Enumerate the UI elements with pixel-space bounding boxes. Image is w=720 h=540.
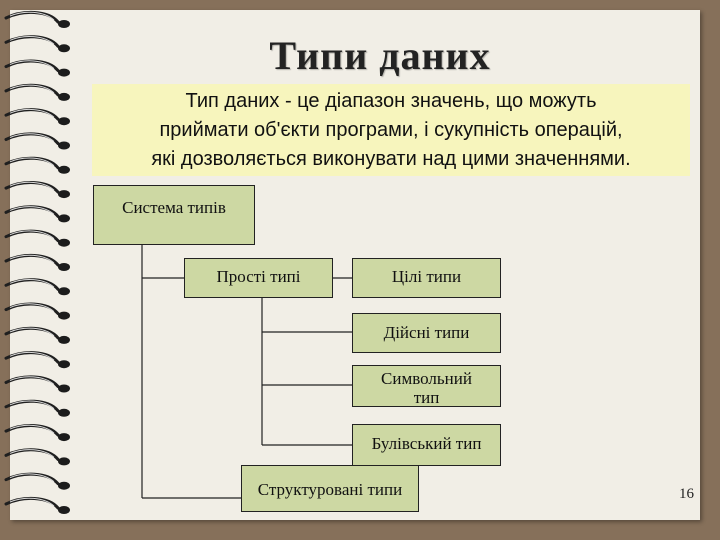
definition-line-1: Тип даних - це діапазон значень, що можу…	[185, 90, 597, 112]
definition-line-2: приймати об'єкти програми, і сукупність …	[159, 119, 623, 141]
slide-title: Типи даних	[269, 33, 491, 78]
integer-types-box: Цілі типи	[352, 258, 501, 298]
definition-box: Тип даних - це діапазон значень, що можу…	[92, 84, 690, 176]
char-type-label-line-2: тип	[413, 388, 440, 407]
structured-types-box: Структуровані типи	[241, 465, 419, 512]
real-types-box: Дійсні типи	[352, 313, 501, 353]
char-type-box: Символьний тип	[352, 365, 501, 407]
definition-line-3: які дозволяється виконувати над цими зна…	[151, 148, 631, 170]
simple-types-box: Прості типі	[184, 258, 333, 298]
spiral-binding-icon	[4, 11, 70, 514]
char-type-label-line-1: Символьний	[381, 369, 472, 388]
boolean-type-box: Булівський тип	[352, 424, 501, 466]
root-type-system-box: Система типів	[93, 185, 255, 245]
page-number: 16	[679, 486, 694, 502]
